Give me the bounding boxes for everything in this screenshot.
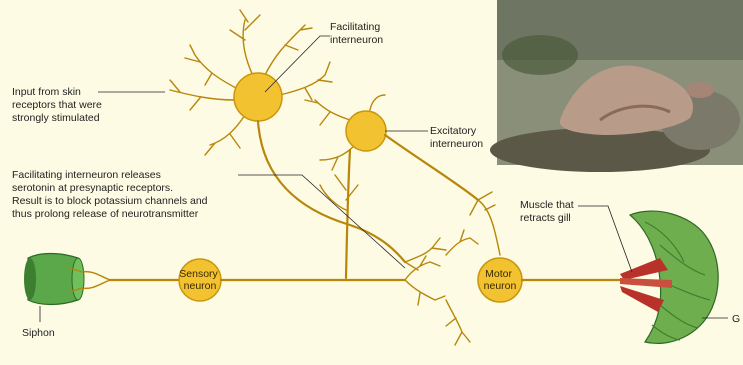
label-motor-neuron: Motor neuron: [484, 268, 517, 292]
facilitating-interneuron-body: [234, 73, 282, 121]
label-sensory-neuron: Sensory neuron: [179, 268, 220, 292]
label-facilitating: Facilitating interneuron: [330, 21, 383, 46]
label-muscle: Muscle that retracts gill: [520, 199, 577, 224]
excitatory-interneuron-body: [346, 111, 386, 151]
label-excitatory: Excitatory interneuron: [430, 125, 483, 150]
aplysia-photo: [490, 0, 743, 172]
siphon: [24, 254, 84, 305]
label-siphon: Siphon: [22, 327, 55, 339]
label-gill: G: [732, 313, 740, 325]
